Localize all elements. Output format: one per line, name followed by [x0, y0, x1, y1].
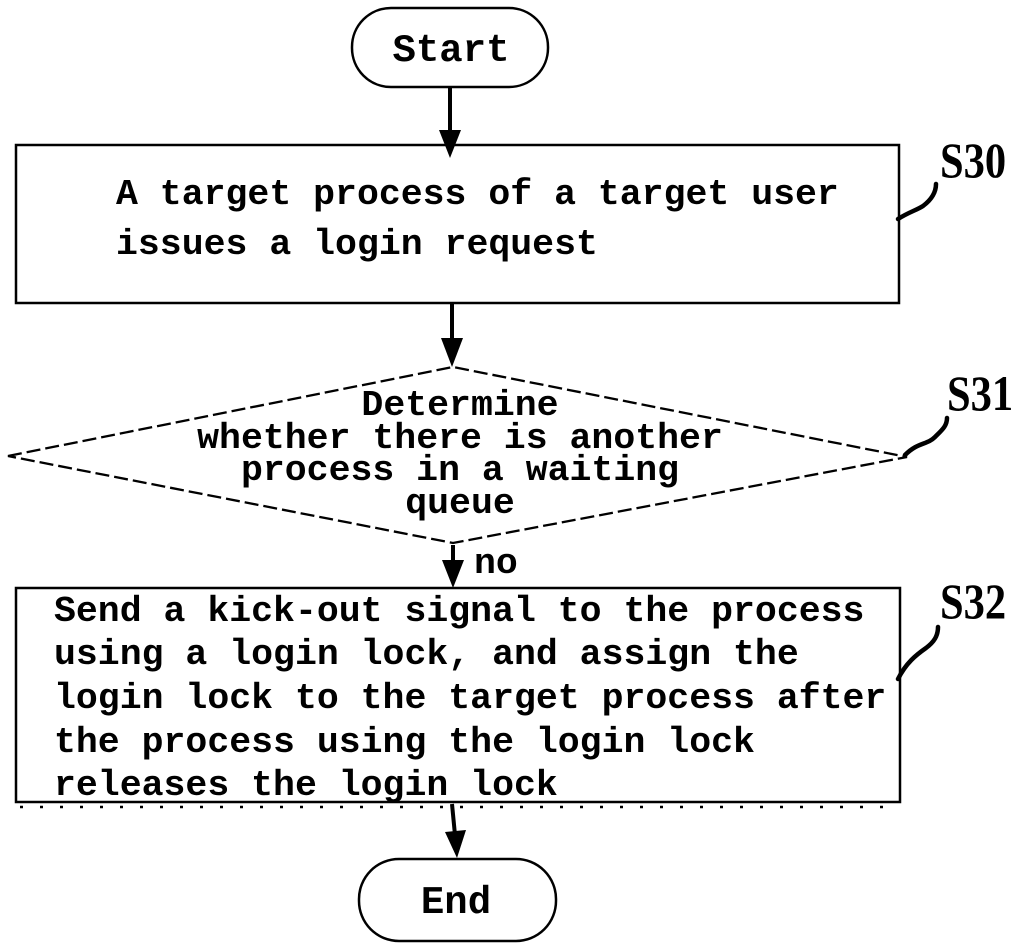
svg-text:releases the login lock: releases the login lock	[54, 765, 558, 806]
svg-text:queue: queue	[405, 483, 515, 524]
svg-text:Start: Start	[392, 29, 509, 73]
svg-text:Determine: Determine	[361, 385, 558, 426]
svg-text:the process using the login lo: the process using the login lock	[54, 722, 755, 763]
svg-text:issues a login request: issues a login request	[116, 224, 598, 265]
svg-text:Send a kick-out signal to the: Send a kick-out signal to the process	[54, 591, 864, 632]
svg-text:S31: S31	[947, 367, 1013, 422]
svg-text:S32: S32	[940, 575, 1006, 630]
svg-text:login lock to the target proce: login lock to the target process after	[54, 678, 886, 719]
svg-text:no: no	[474, 543, 518, 584]
svg-text:End: End	[421, 881, 491, 925]
svg-text:whether there is another: whether there is another	[197, 418, 723, 459]
svg-text:process in a waiting: process in a waiting	[241, 450, 679, 491]
svg-text:using a login lock, and assign: using a login lock, and assign the	[54, 634, 799, 675]
svg-text:S30: S30	[940, 134, 1006, 189]
svg-text:A target process of a target u: A target process of a target user	[116, 174, 839, 215]
